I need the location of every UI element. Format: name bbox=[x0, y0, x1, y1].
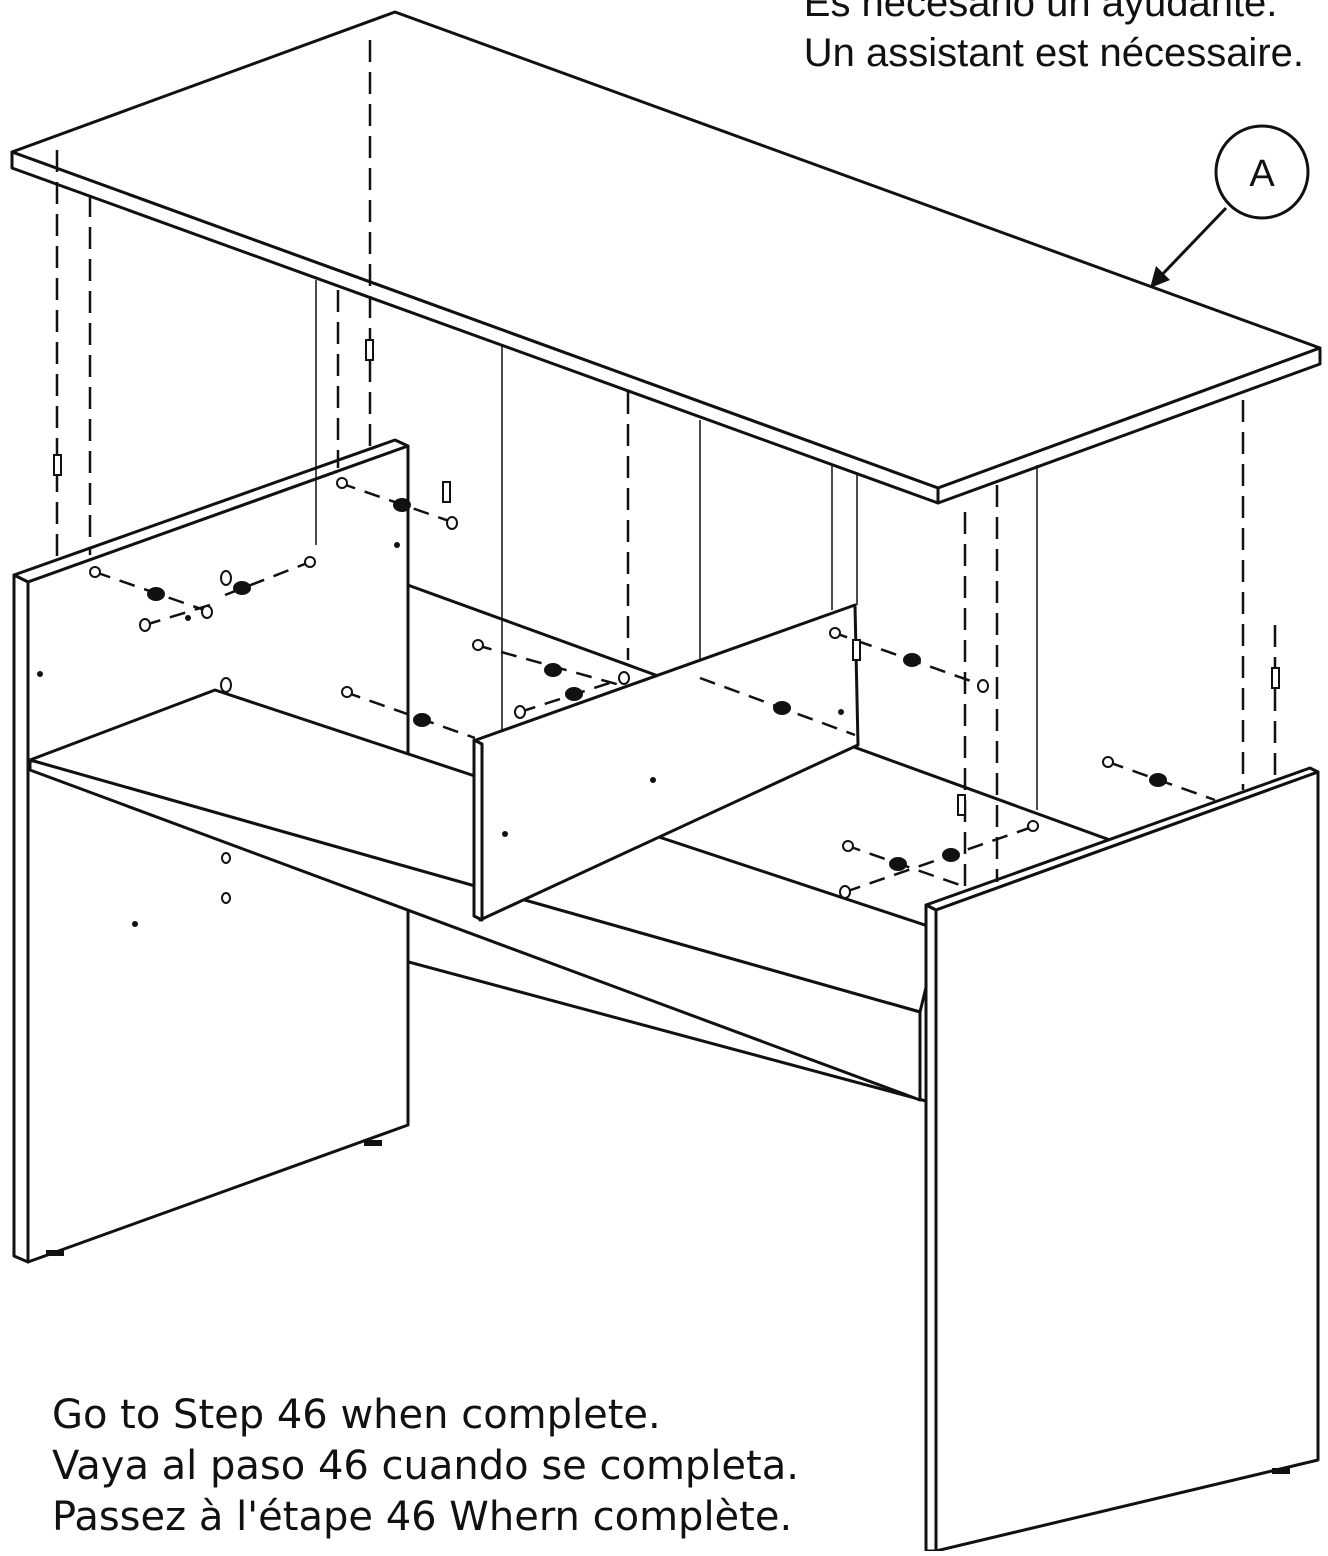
dowel-hole bbox=[201, 605, 213, 619]
fastener-line bbox=[844, 824, 1036, 894]
dowel-hole bbox=[446, 516, 458, 530]
cam-lock bbox=[147, 587, 165, 601]
pin-dot bbox=[185, 615, 191, 621]
cam-lock bbox=[413, 713, 431, 727]
cam-lock bbox=[393, 498, 411, 512]
dowel-hole bbox=[139, 618, 151, 632]
completion-note-line-french: Passez à l'étape 46 Whern complète. bbox=[52, 1494, 793, 1540]
dowel-hole bbox=[618, 671, 630, 685]
dowel-hole bbox=[220, 677, 232, 693]
pin-dot bbox=[838, 709, 844, 715]
cam-lock bbox=[565, 687, 583, 701]
dowel bbox=[1271, 667, 1280, 689]
dowel-hole bbox=[220, 570, 232, 586]
pin-dot bbox=[502, 831, 508, 837]
cam-lock bbox=[233, 581, 251, 595]
top-panel bbox=[10, 10, 1322, 490]
cam-lock bbox=[544, 663, 562, 677]
left-side-panel bbox=[26, 444, 410, 1264]
dowel-hole bbox=[839, 885, 851, 899]
dowel-hole bbox=[842, 840, 854, 852]
cam-lock bbox=[942, 848, 960, 862]
callout-a: A bbox=[1150, 124, 1310, 288]
callout-label: A bbox=[1249, 153, 1275, 195]
assistant-note-line-french: Un assistant est nécessaire. bbox=[803, 31, 1304, 75]
dowel-hole bbox=[514, 705, 526, 719]
cam-lock bbox=[773, 701, 791, 715]
dowel bbox=[852, 639, 861, 661]
center-divider-edge bbox=[472, 738, 484, 922]
callout-arrowhead bbox=[1150, 266, 1170, 288]
dowel bbox=[442, 481, 451, 503]
cam-lock bbox=[903, 653, 921, 667]
pin-dot bbox=[394, 542, 400, 548]
callout-leader bbox=[1153, 206, 1228, 284]
dowel-hole bbox=[977, 679, 989, 693]
completion-note-line-spanish: Vaya al paso 46 cuando se completa. bbox=[52, 1443, 799, 1489]
left-side-panel-edge bbox=[12, 573, 30, 1264]
callout-circle bbox=[1214, 124, 1310, 220]
cam-lock bbox=[889, 857, 907, 871]
dowel-hole bbox=[221, 892, 231, 904]
dowel-hole bbox=[472, 639, 484, 651]
dowel-hole bbox=[221, 852, 231, 864]
fastener-line bbox=[344, 690, 476, 740]
cam-lock bbox=[1149, 773, 1167, 787]
dowel-hole bbox=[1102, 756, 1114, 768]
dowel bbox=[957, 794, 966, 816]
dowel-hole bbox=[89, 566, 101, 578]
dowel-hole bbox=[341, 686, 353, 698]
upper-shelf-front-edge bbox=[28, 758, 922, 1102]
right-side-panel bbox=[934, 770, 1320, 1553]
dowel-hole bbox=[1027, 820, 1039, 832]
completion-note-line-english: Go to Step 46 when complete. bbox=[52, 1392, 661, 1438]
completion-note: Go to Step 46 when complete. Vaya al pas… bbox=[52, 1390, 799, 1543]
assistant-note-line-spanish: Es necesario un ayudante. bbox=[803, 0, 1278, 25]
pin-dot bbox=[650, 777, 656, 783]
dowel bbox=[365, 339, 374, 361]
foot-left bbox=[46, 1250, 64, 1256]
dowel-hole bbox=[336, 477, 348, 489]
foot-right bbox=[1272, 1468, 1290, 1474]
pin-dot bbox=[132, 921, 138, 927]
pin-dot bbox=[37, 671, 43, 677]
fastener-line bbox=[144, 603, 211, 627]
assistant-note: Es necesario un ayudante. Un assistant e… bbox=[804, 0, 1304, 78]
dowel-hole bbox=[829, 627, 841, 639]
dowel bbox=[53, 454, 62, 476]
top-panel-right-edge bbox=[936, 346, 1322, 505]
dowel-hole bbox=[304, 556, 316, 568]
foot-left-back bbox=[364, 1140, 382, 1146]
